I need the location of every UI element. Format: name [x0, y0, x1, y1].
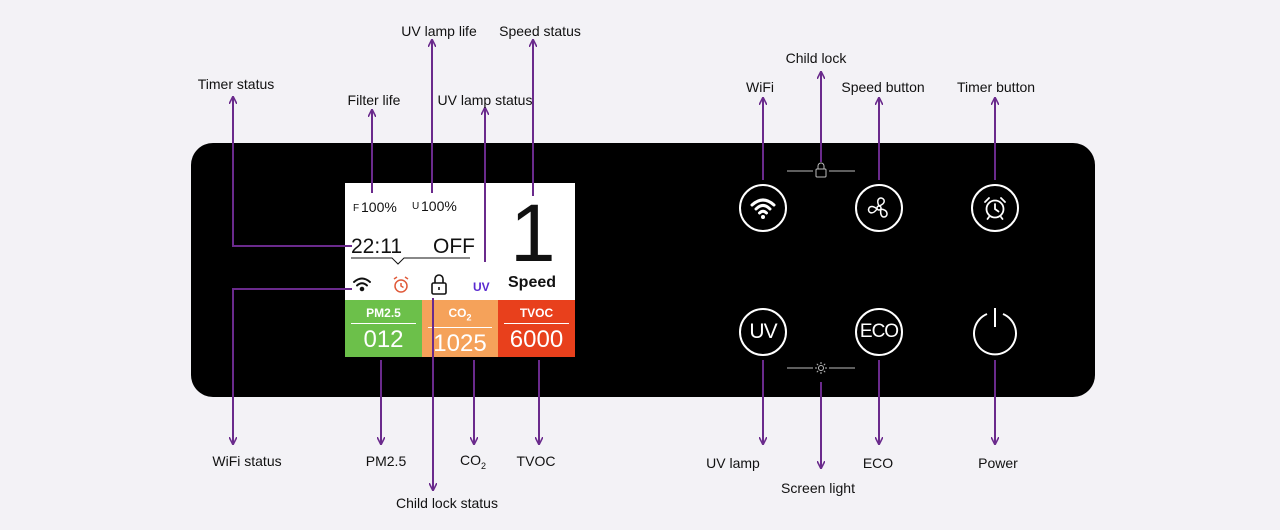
label-pm25: PM2.5: [365, 453, 407, 469]
timer-state: OFF: [433, 235, 475, 258]
speed-button[interactable]: [855, 184, 903, 232]
co2-tile-value: 1025: [433, 330, 487, 357]
wifi-button[interactable]: [739, 184, 787, 232]
uv-button[interactable]: UV: [739, 308, 787, 356]
lock-icon: [815, 162, 827, 178]
uv-button-label: UV: [749, 320, 777, 343]
label-power: Power: [978, 455, 1018, 471]
label-uv-lamp: UV lamp: [706, 455, 760, 471]
panel-connectors: [787, 170, 855, 369]
co2-tile-title: CO: [448, 306, 467, 320]
label-speed-status: Speed status: [499, 23, 581, 39]
display-screen: F 100% U 100% 22:11 OFF 1 Speed UV PM2.5…: [345, 183, 575, 357]
alarm-status-icon: [393, 276, 409, 293]
eco-button-label: ECO: [859, 321, 899, 342]
sun-icon: [815, 362, 827, 374]
uv-prefix: U: [412, 201, 420, 212]
label-uv-lamp-life: UV lamp life: [401, 23, 477, 39]
label-eco: ECO: [862, 455, 894, 471]
co2-tile-title-sub: 2: [466, 312, 472, 323]
label-wifi: WiFi: [746, 79, 774, 95]
label-timer-button: Timer button: [956, 79, 1036, 95]
label-co2: CO2: [460, 452, 486, 474]
label-filter-life: Filter life: [347, 92, 401, 108]
co2-tile: CO2 1025: [422, 300, 498, 357]
screen-internals: [351, 257, 470, 295]
lock-status-icon: [431, 274, 447, 295]
label-child-lock: Child lock: [785, 50, 847, 66]
filter-life-value: 100%: [361, 199, 397, 215]
power-icon: [973, 308, 1017, 356]
pm25-tile-title: PM2.5: [366, 306, 401, 320]
tvoc-tile: TVOC 6000: [498, 300, 575, 357]
pm25-tile-value: 012: [363, 326, 404, 353]
label-child-lock-status: Child lock status: [396, 495, 498, 511]
label-tvoc: TVOC: [516, 453, 556, 469]
timer-button[interactable]: [971, 184, 1019, 232]
tvoc-tile-title: TVOC: [519, 306, 554, 320]
filter-prefix: F: [353, 203, 360, 214]
label-speed-button: Speed button: [841, 79, 925, 95]
control-panel: [191, 143, 1095, 397]
uv-indicator: UV: [473, 280, 490, 294]
wifi-icon: [750, 198, 776, 219]
alarm-clock-icon: [984, 197, 1006, 220]
fan-icon: [867, 197, 888, 218]
label-wifi-status: WiFi status: [212, 453, 282, 469]
label-screen-light: Screen light: [781, 480, 855, 496]
tvoc-tile-value: 6000: [509, 326, 564, 353]
eco-button[interactable]: ECO: [855, 308, 903, 356]
wifi-status-icon: [353, 277, 371, 292]
label-timer-status: Timer status: [197, 76, 275, 92]
label-co2-sub: 2: [480, 460, 487, 471]
speed-label: Speed: [508, 274, 557, 291]
label-co2-main: CO: [459, 452, 481, 468]
uv-lamp-life-value: 100%: [421, 198, 457, 214]
annotation-arrows: [233, 40, 995, 490]
label-uv-lamp-status: UV lamp status: [437, 92, 533, 108]
power-button[interactable]: [968, 305, 1022, 359]
pm25-tile: PM2.5 012: [345, 300, 422, 357]
speed-number: 1: [510, 188, 556, 279]
timer-time: 22:11: [351, 235, 402, 258]
